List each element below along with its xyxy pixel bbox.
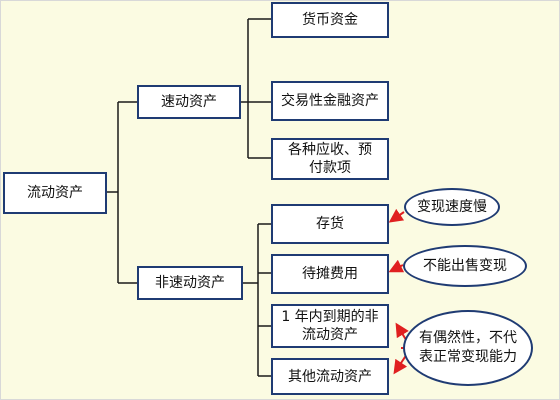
item-node: 交易性金融资产	[271, 81, 389, 121]
item-label: 交易性金融资产	[281, 93, 379, 109]
note-label: 不能出售变现	[423, 257, 507, 274]
item-node: 其他流动资产	[271, 358, 389, 395]
item-node: 货币资金	[271, 2, 389, 38]
note-bubble: 有偶然性，不代表正常变现能力	[403, 310, 533, 386]
item-label: 待摊费用	[302, 266, 358, 282]
item-node: 存货	[271, 204, 389, 244]
note-arrow-1	[388, 208, 405, 223]
root-label: 流动资产	[27, 185, 83, 201]
note-label: 有偶然性，不代表正常变现能力	[419, 330, 517, 365]
group-node-quick-assets: 速动资产	[137, 85, 241, 119]
item-label: 各种应收、预付款项	[288, 142, 372, 176]
note-label: 变现速度慢	[417, 198, 487, 215]
item-node: 1 年内到期的非流动资产	[271, 304, 389, 348]
item-label: 1 年内到期的非流动资产	[281, 309, 379, 343]
note-arrow-2	[388, 259, 405, 273]
item-label: 其他流动资产	[288, 368, 372, 385]
group-label: 非速动资产	[155, 275, 225, 291]
group-label: 速动资产	[161, 94, 217, 110]
note-bubble: 变现速度慢	[404, 188, 500, 226]
item-node: 各种应收、预付款项	[271, 138, 389, 180]
note-bubble: 不能出售变现	[403, 245, 527, 287]
group-node-non-quick-assets: 非速动资产	[137, 266, 243, 300]
item-label: 存货	[316, 216, 344, 232]
item-node: 待摊费用	[271, 254, 389, 294]
root-node: 流动资产	[3, 172, 107, 214]
item-label: 货币资金	[302, 12, 358, 28]
